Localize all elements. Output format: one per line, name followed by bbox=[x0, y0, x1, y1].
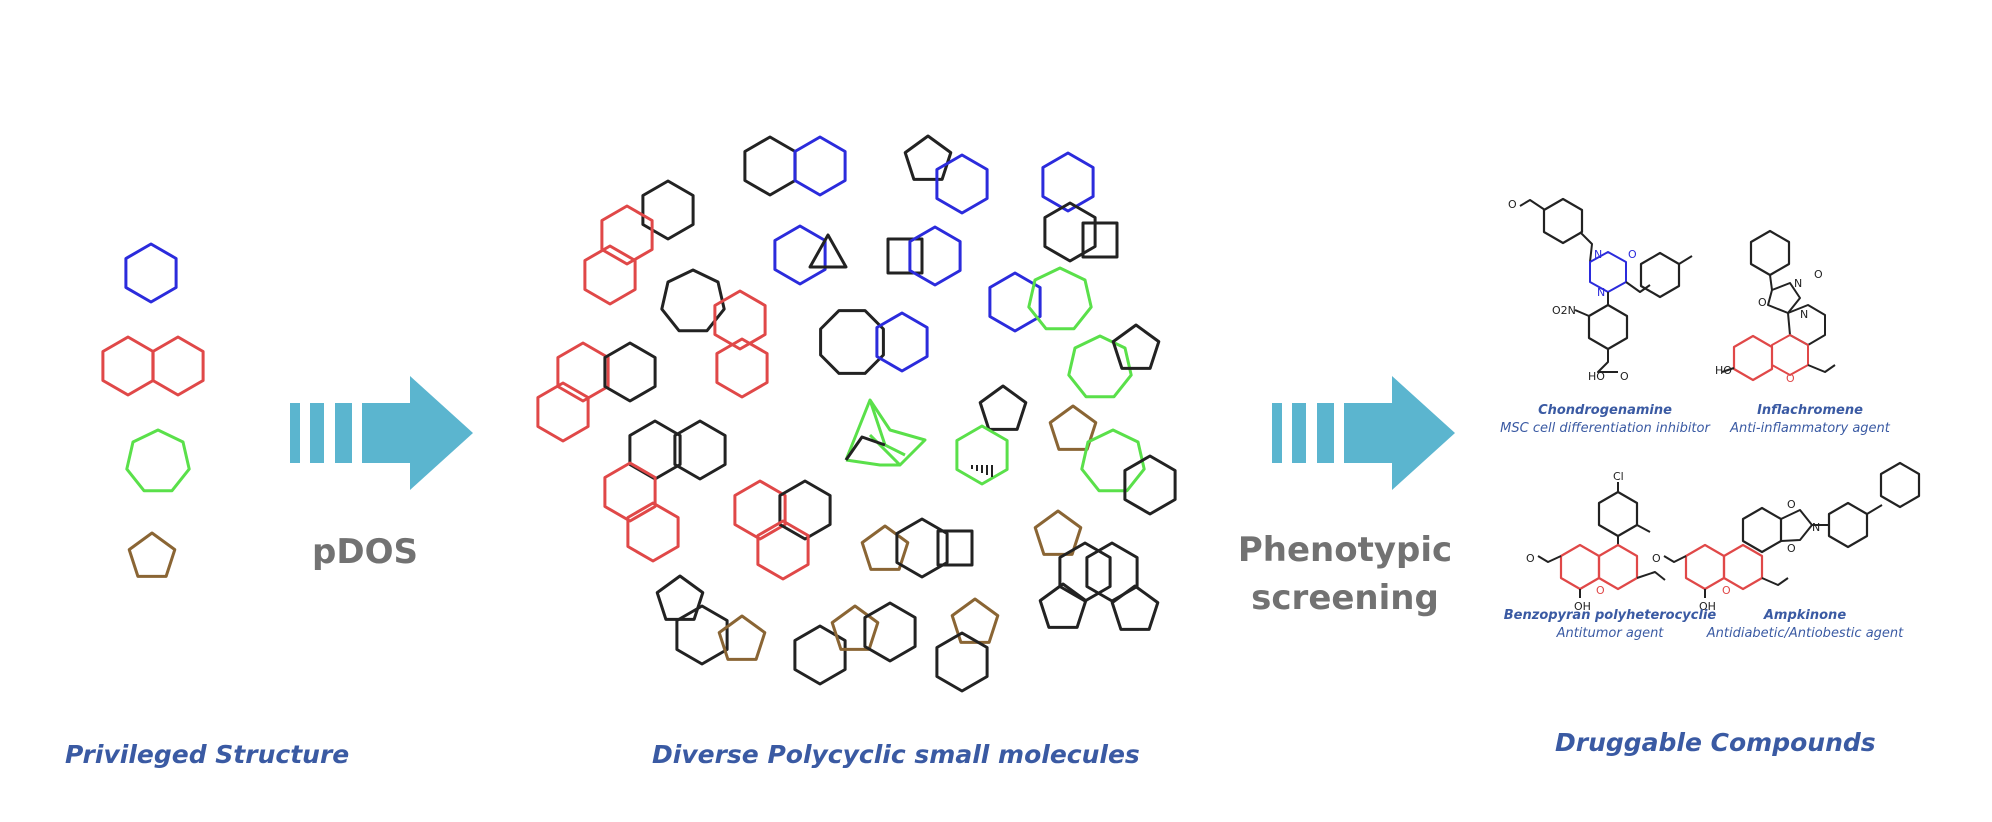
molecule-12 bbox=[844, 398, 927, 467]
molecule-1 bbox=[743, 135, 847, 197]
atom-label: N bbox=[1597, 286, 1605, 299]
molecule-17 bbox=[860, 517, 974, 579]
atom-label: HO bbox=[1588, 370, 1605, 383]
atom-label: O bbox=[1508, 198, 1517, 211]
molecule-18 bbox=[1033, 509, 1160, 631]
caption-polycyclic-molecules: Diverse Polycyclic small molecules bbox=[652, 740, 1140, 769]
molecule-4 bbox=[583, 179, 695, 306]
privileged-structure-icons bbox=[101, 242, 205, 578]
pentagon-ring-icon bbox=[127, 531, 177, 578]
atom-label: O bbox=[1787, 498, 1796, 511]
inflachromene-structure bbox=[1721, 229, 1836, 382]
compound-name: Benzopyran polyheterocyclie bbox=[1503, 608, 1717, 623]
molecule-11 bbox=[536, 341, 657, 443]
molecule-14 bbox=[1048, 404, 1177, 516]
atom-label: Cl bbox=[1613, 470, 1624, 483]
atom-label: O bbox=[1620, 370, 1629, 383]
caption-privileged-structure: Privileged Structure bbox=[65, 740, 350, 769]
compound-name: Chondrogenamine bbox=[1538, 403, 1672, 418]
molecule-8 bbox=[660, 268, 769, 399]
compound-activity: Antidiabetic/Antiobestic agent bbox=[1706, 626, 1904, 641]
benzene-ring-icon bbox=[124, 242, 178, 304]
atom-label: O bbox=[1814, 268, 1823, 281]
atom-label: O bbox=[1596, 584, 1605, 597]
atom-label: N bbox=[1800, 308, 1808, 321]
compound-name: Ampkinone bbox=[1763, 608, 1847, 623]
molecule-13 bbox=[955, 384, 1028, 486]
compound-activity: Antitumor agent bbox=[1556, 626, 1664, 641]
atom-label: OH bbox=[1574, 600, 1591, 613]
ampkinone-structure bbox=[1663, 461, 1921, 598]
atom-label: O bbox=[1758, 296, 1767, 309]
molecule-6 bbox=[886, 225, 962, 287]
atom-label: N bbox=[1812, 521, 1820, 534]
compound-caption-ampkinone: Ampkinone Antidiabetic/Antiobestic agent bbox=[1690, 607, 1920, 643]
atom-label: N bbox=[1794, 277, 1802, 290]
molecule-16 bbox=[733, 479, 832, 581]
compound-activity: Anti-inflammatory agent bbox=[1730, 421, 1890, 436]
atom-label: O bbox=[1786, 372, 1795, 385]
phenotypic-label: Phenotypic bbox=[1237, 530, 1453, 570]
compound-caption-inflachromene: Inflachromene Anti-inflammatory agent bbox=[1705, 402, 1915, 438]
compound-caption-benzopyran: Benzopyran polyheterocyclie Antitumor ag… bbox=[1495, 607, 1725, 643]
atom-label: O bbox=[1628, 248, 1637, 261]
atom-label: O bbox=[1787, 542, 1796, 555]
atom-labels: O N O N O2N HO O N N O O HO O Cl O O OH … bbox=[1508, 198, 1823, 613]
atom-label: HO bbox=[1715, 364, 1732, 377]
atom-label: O bbox=[1652, 552, 1661, 565]
polycyclic-cluster bbox=[536, 134, 1177, 693]
molecule-20 bbox=[793, 601, 917, 686]
molecule-2 bbox=[903, 134, 989, 215]
benzopyran-structure bbox=[1537, 482, 1666, 598]
compound-caption-chondrogenamine: Chondrogenamine MSC cell differentiation… bbox=[1490, 402, 1720, 438]
molecule-9 bbox=[819, 309, 929, 375]
screening-label: screening bbox=[1251, 578, 1439, 618]
atom-label: O bbox=[1722, 584, 1731, 597]
atom-label: OH bbox=[1699, 600, 1716, 613]
molecule-19 bbox=[655, 574, 767, 666]
compound-activity: MSC cell differentiation inhibitor bbox=[1500, 421, 1710, 436]
molecule-3 bbox=[1041, 151, 1119, 263]
molecule-21 bbox=[935, 597, 1000, 693]
molecule-15 bbox=[603, 419, 727, 563]
molecule-10 bbox=[1067, 323, 1161, 399]
atom-label: O2N bbox=[1552, 304, 1576, 317]
molecule-7 bbox=[988, 266, 1093, 333]
pdos-label: pDOS bbox=[312, 532, 418, 572]
screening-arrow-icon bbox=[1272, 376, 1455, 490]
compound-name: Inflachromene bbox=[1757, 403, 1863, 418]
molecule-5 bbox=[773, 224, 848, 286]
atom-label: O bbox=[1526, 552, 1535, 565]
atom-label: N bbox=[1594, 248, 1602, 261]
caption-druggable-compounds: Druggable Compounds bbox=[1555, 728, 1876, 757]
naphthalene-icon bbox=[101, 335, 205, 397]
pdos-arrow-icon bbox=[290, 376, 473, 490]
heptagon-ring-icon bbox=[125, 428, 191, 493]
chondrogenamine-structure bbox=[1519, 197, 1693, 373]
